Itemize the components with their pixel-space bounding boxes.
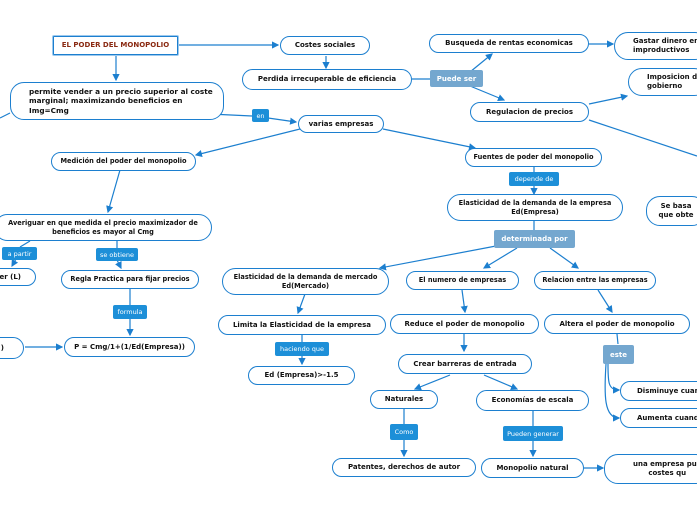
link-puede-regulacion: [469, 85, 506, 102]
link-puede-busqueda: [469, 53, 493, 73]
node-text-line: marginal; maximizando beneficios en: [29, 96, 183, 106]
node-aumenta[interactable]: Aumenta cuand: [620, 408, 697, 428]
node-perdida-irrecuperable[interactable]: Perdida irrecuperable de eficiencia: [242, 69, 412, 90]
node-text-line: Ed(Mercado): [281, 281, 330, 290]
link-varias-fuentes: [382, 128, 477, 151]
node-lerner[interactable]: her (L): [0, 268, 36, 286]
node-text-line: costes qu: [648, 469, 687, 477]
node-text-line: Elasticidad de la demanda de la empresa: [458, 199, 612, 208]
node-text-line: Img=Cmg: [29, 105, 69, 115]
node-permite-vender[interactable]: permite vender a un precio superior al c…: [10, 82, 224, 120]
node-text-line: Averiguar en que medida el precio maximi…: [8, 219, 198, 228]
node-text-line: una empresa pue: [633, 460, 697, 469]
node-fuentes-poder[interactable]: Fuentes de poder del monopolio: [465, 148, 602, 167]
node-costes-sociales[interactable]: Costes sociales: [280, 36, 370, 55]
link-apartir-lerner: [11, 258, 19, 268]
node-limita-elasticidad[interactable]: Limita la Elasticidad de la empresa: [218, 315, 386, 335]
link-varias-medicion: [194, 128, 301, 158]
link-medicion-averiguar: [106, 169, 121, 214]
link-seobtiene-regla: [115, 259, 122, 270]
node-text-line: Gastar dinero en: [633, 37, 697, 46]
link-regulacion-sebasa: [588, 119, 697, 157]
node-text-line: beneficios es mayor al Cmg: [52, 227, 154, 236]
node-naturales[interactable]: Naturales: [370, 390, 438, 409]
link-este-disminuye: [607, 363, 621, 394]
node-economias-escala[interactable]: Economías de escala: [476, 390, 589, 411]
node-ed-empresa[interactable]: Ed (Empresa)>-1.5: [248, 366, 355, 385]
node-text-line: Se basa: [660, 202, 692, 211]
node-disminuye[interactable]: Disminuye cuan: [620, 381, 697, 401]
label-se-obtiene[interactable]: se obtiene: [96, 248, 138, 261]
node-numero-empresas[interactable]: El numero de empresas: [406, 271, 519, 290]
node-left-partial[interactable]: ): [0, 337, 24, 359]
link-crear-naturales: [413, 374, 451, 391]
node-text-line: Elasticidad de la demanda de mercado: [233, 273, 378, 282]
link-numero-reduce: [460, 289, 468, 314]
label-determinada-por[interactable]: determinada por: [494, 230, 575, 248]
node-crear-barreras[interactable]: Crear barreras de entrada: [398, 354, 532, 374]
link-en-varias: [267, 117, 298, 125]
link-determinada-elastmerc: [378, 245, 497, 271]
link-crear-economias: [483, 374, 519, 390]
link-altera-este: [616, 333, 619, 345]
label-en[interactable]: en: [252, 109, 269, 122]
node-text-line: permite vender a un precio superior al c…: [29, 87, 213, 97]
node-patentes[interactable]: Patentes, derechos de autor: [332, 458, 476, 477]
root-node[interactable]: EL PODER DEL MONOPOLIO: [53, 36, 178, 55]
label-pueden-generar[interactable]: Pueden generar: [503, 426, 563, 441]
label-formula[interactable]: formula: [113, 305, 147, 319]
link-averiguar-apartir: [19, 240, 31, 248]
label-a-partir[interactable]: a partir: [2, 247, 37, 260]
label-haciendo-que[interactable]: haciendo que: [275, 342, 329, 356]
node-formula[interactable]: P = Cmg/1+(1/Ed(Empresa)): [64, 337, 195, 357]
link-este-aumenta: [604, 363, 621, 422]
node-text-line: gobierno: [647, 82, 683, 90]
node-reduce-poder[interactable]: Reduce el poder de monopolio: [390, 314, 539, 334]
label-como[interactable]: Como: [390, 424, 418, 440]
label-este[interactable]: este: [603, 345, 634, 364]
node-varias-empresas[interactable]: varias empresas: [298, 115, 384, 133]
node-text-line: Ed(Empresa): [511, 207, 559, 216]
link-relacion-altera: [597, 289, 613, 314]
link-elastmerc-limita: [296, 293, 306, 315]
node-altera-poder[interactable]: Altera el poder de monopolio: [544, 314, 690, 334]
link-determinada-relacion: [549, 247, 579, 269]
node-text-line: Imposicion d: [647, 73, 697, 82]
label-depende-de[interactable]: depende de: [509, 172, 559, 186]
link-regulacion-imposicion: [588, 93, 629, 105]
node-regulacion-precios[interactable]: Regulacion de precios: [470, 102, 589, 122]
label-puede-ser[interactable]: Puede ser: [430, 70, 483, 87]
link-permite-left: [0, 112, 11, 119]
node-text-line: que obte: [658, 211, 694, 219]
node-text-line: improductivos: [633, 46, 690, 54]
node-relacion-empresas[interactable]: Relacion entre las empresas: [534, 271, 656, 290]
node-busqueda-rentas[interactable]: Busqueda de rentas economicas: [429, 34, 589, 53]
node-averiguar[interactable]: Averiguar en que medida el precio maximi…: [0, 214, 212, 241]
node-regla-practica[interactable]: Regla Practica para fijar precios: [61, 270, 199, 289]
link-determinada-numero: [482, 247, 518, 269]
node-monopolio-natural[interactable]: Monopolio natural: [481, 458, 584, 478]
node-medicion-poder[interactable]: Medición del poder del monopolio: [51, 152, 196, 171]
